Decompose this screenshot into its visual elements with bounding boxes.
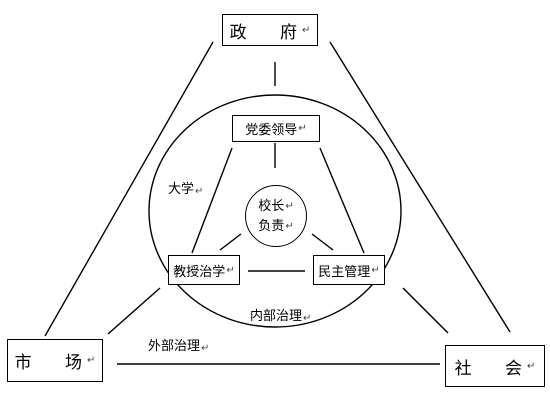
- return-mark: ↵: [87, 355, 96, 366]
- university-label: 大学↵: [168, 178, 203, 197]
- market-label: 市 场: [14, 353, 96, 373]
- president-node: 校长↵ 负责↵: [245, 185, 307, 247]
- external-governance-label-text: 外部治理: [148, 339, 201, 354]
- return-mark: ↵: [285, 201, 294, 212]
- president-label-line2: 负责: [258, 219, 285, 234]
- society-node: 社 会↵: [445, 345, 545, 387]
- return-mark: ↵: [302, 24, 311, 36]
- external-governance-label: 外部治理↵: [148, 335, 209, 354]
- government-node: 政 府↵: [222, 14, 318, 46]
- university-label-text: 大学: [168, 182, 195, 197]
- return-mark: ↵: [527, 360, 536, 372]
- edge-gov-market: [44, 41, 214, 337]
- president-label-line1: 校长: [258, 199, 285, 214]
- party-leadership-label: 党委领导: [245, 123, 298, 138]
- connector-society-university: [402, 287, 449, 334]
- spoke-democratic-president: [311, 233, 334, 251]
- connector-market-university: [107, 287, 161, 335]
- internal-governance-label: 内部治理↵: [250, 305, 311, 324]
- spoke-professors-president: [219, 233, 242, 251]
- market-node: 市 场↵: [7, 339, 103, 382]
- return-mark: ↵: [195, 186, 204, 197]
- return-mark: ↵: [285, 221, 294, 232]
- government-label: 政 府: [229, 22, 311, 43]
- return-mark: ↵: [298, 123, 307, 134]
- return-mark: ↵: [371, 264, 380, 276]
- return-mark: ↵: [303, 313, 312, 324]
- university-circle: [148, 94, 402, 328]
- edge-party-democratic: [319, 147, 365, 254]
- edge-gov-society: [329, 41, 511, 333]
- return-mark: ↵: [201, 343, 210, 354]
- professors-governance-label: 教授治学: [173, 264, 226, 280]
- democratic-management-label: 民主管理: [318, 264, 371, 280]
- party-leadership-node: 党委领导↵: [232, 115, 320, 142]
- professors-governance-node: 教授治学↵: [168, 255, 240, 285]
- internal-governance-label-text: 内部治理: [250, 309, 303, 324]
- society-label: 社 会: [454, 358, 536, 379]
- edge-party-professors: [191, 147, 233, 254]
- return-mark: ↵: [226, 264, 235, 276]
- democratic-management-node: 民主管理↵: [313, 255, 385, 285]
